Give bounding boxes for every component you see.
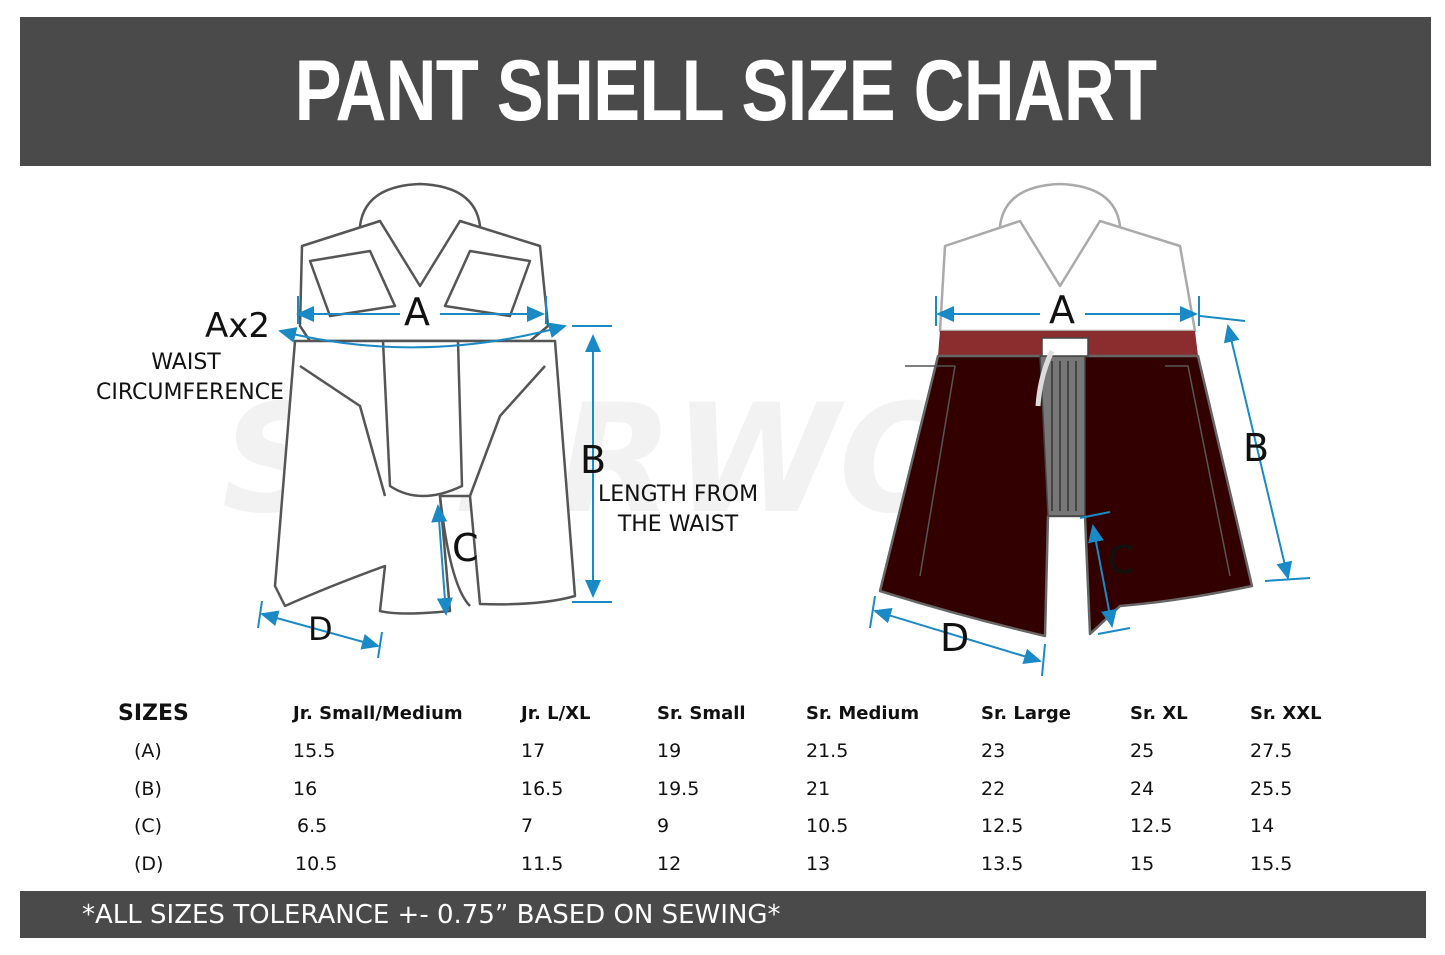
table-cell: 15.5 (1250, 852, 1293, 875)
column-header: Sr. Large (981, 703, 1071, 725)
illustration-area: SHERWOOD (0, 166, 1445, 686)
table-row: (C) 6.5 7 9 10.5 12.5 12.5 14 (118, 808, 1340, 846)
column-header: Sr. XL (1130, 703, 1188, 725)
table-cell: 6.5 (297, 815, 328, 838)
column-header: Jr. Small/Medium (293, 703, 463, 725)
table-cell: 24 (1130, 777, 1155, 800)
right-label-b: B (1243, 426, 1270, 470)
left-label-a: A (404, 290, 430, 334)
table-cell: 27.5 (1250, 740, 1293, 763)
column-header: Sr. Medium (806, 703, 920, 725)
right-label-a: A (1049, 288, 1075, 332)
length-caption-line-1: LENGTH FROM (598, 482, 759, 507)
size-table: SIZES Jr. Small/Medium Jr. L/XL Sr. Smal… (118, 695, 1340, 883)
table-cell: 21 (806, 777, 831, 800)
table-cell: 13 (806, 852, 831, 875)
size-table-header-row: SIZES Jr. Small/Medium Jr. L/XL Sr. Smal… (118, 695, 1340, 733)
length-from-waist-caption: LENGTH FROM THE WAIST (598, 480, 758, 540)
table-cell: 9 (657, 815, 670, 838)
right-dimension-lines (869, 296, 1311, 677)
column-header: Jr. L/XL (521, 703, 591, 725)
table-cell: 21.5 (806, 740, 849, 763)
waist-caption-line-2: CIRCUMFERENCE (96, 380, 284, 405)
table-cell: 12 (657, 852, 682, 875)
table-cell: 16 (293, 777, 318, 800)
left-dimension-lines (257, 296, 612, 659)
table-cell: 14 (1250, 815, 1275, 838)
table-cell: 7 (521, 815, 534, 838)
tolerance-note: *ALL SIZES TOLERANCE +- 0.75” BASED ON S… (82, 899, 781, 930)
sizes-header: SIZES (118, 701, 189, 727)
table-cell: 15.5 (293, 740, 336, 763)
table-cell: 11.5 (521, 852, 564, 875)
length-caption-line-2: THE WAIST (617, 512, 739, 537)
table-cell: 10.5 (295, 852, 338, 875)
pant-outline-diagram (273, 182, 577, 615)
table-cell: 19.5 (657, 777, 700, 800)
table-cell: 15 (1130, 852, 1155, 875)
table-cell: 12.5 (981, 815, 1024, 838)
footer-banner: *ALL SIZES TOLERANCE +- 0.75” BASED ON S… (20, 891, 1426, 938)
right-label-d: D (940, 616, 970, 660)
title-banner: PANT SHELL SIZE CHART (20, 17, 1431, 166)
page-title: PANT SHELL SIZE CHART (294, 43, 1158, 139)
waist-circumference-caption: WAIST CIRCUMFERENCE (96, 348, 284, 408)
table-cell: 12.5 (1130, 815, 1173, 838)
table-cell: 23 (981, 740, 1006, 763)
table-row: (B) 16 16.5 19.5 21 22 24 25.5 (118, 770, 1340, 808)
column-header: Sr. Small (657, 703, 746, 725)
table-cell: 13.5 (981, 852, 1024, 875)
table-cell: 19 (657, 740, 682, 763)
table-row: (D) 10.5 11.5 12 13 13.5 15 15.5 (118, 845, 1340, 883)
table-cell: 22 (981, 777, 1006, 800)
row-label: (C) (134, 815, 163, 838)
row-label: (B) (134, 777, 162, 800)
left-label-c: C (452, 526, 479, 570)
table-cell: 17 (521, 740, 546, 763)
pant-shell-diagram (878, 182, 1254, 638)
waist-caption-line-1: WAIST (151, 350, 221, 375)
left-label-ax2: Ax2 (205, 306, 271, 346)
table-cell: 16.5 (521, 777, 564, 800)
left-label-b: B (580, 438, 607, 482)
row-label: (A) (134, 740, 162, 763)
column-header: Sr. XXL (1250, 703, 1322, 725)
table-row: (A) 15.5 17 19 21.5 23 25 27.5 (118, 733, 1340, 771)
table-cell: 25.5 (1250, 777, 1293, 800)
table-cell: 10.5 (806, 815, 849, 838)
left-label-d: D (308, 610, 333, 648)
table-cell: 25 (1130, 740, 1155, 763)
diagram-canvas: SHERWOOD (222, 182, 1311, 677)
right-label-c: C (1108, 538, 1135, 582)
row-label: (D) (134, 852, 164, 875)
